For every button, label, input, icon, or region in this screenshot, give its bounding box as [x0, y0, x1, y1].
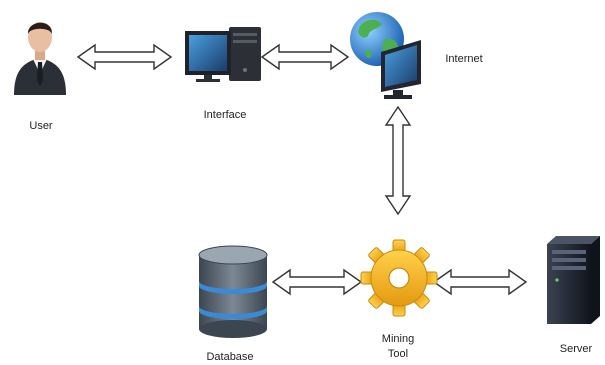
arrow-internet-mining [384, 105, 412, 216]
node-label-server: Server [559, 343, 593, 355]
user-icon [14, 22, 66, 95]
globe-monitor-icon [350, 12, 421, 99]
arrow-database-mining [271, 268, 363, 296]
arrow-interface-internet [260, 43, 350, 71]
node-label-mining-line1: Mining [381, 333, 415, 345]
database-icon [198, 245, 268, 338]
arrow-mining-server [432, 268, 528, 296]
gear-icon [360, 239, 438, 317]
arrow-user-interface [76, 43, 173, 71]
node-label-interface: Interface [203, 109, 247, 121]
server-tower-icon [547, 236, 600, 324]
node-label-user: User [29, 120, 53, 132]
node-label-mining-line2: Tool [387, 348, 409, 360]
node-label-internet: Internet [445, 53, 483, 65]
node-label-database: Database [206, 351, 254, 363]
desktop-computer-icon [185, 27, 261, 82]
